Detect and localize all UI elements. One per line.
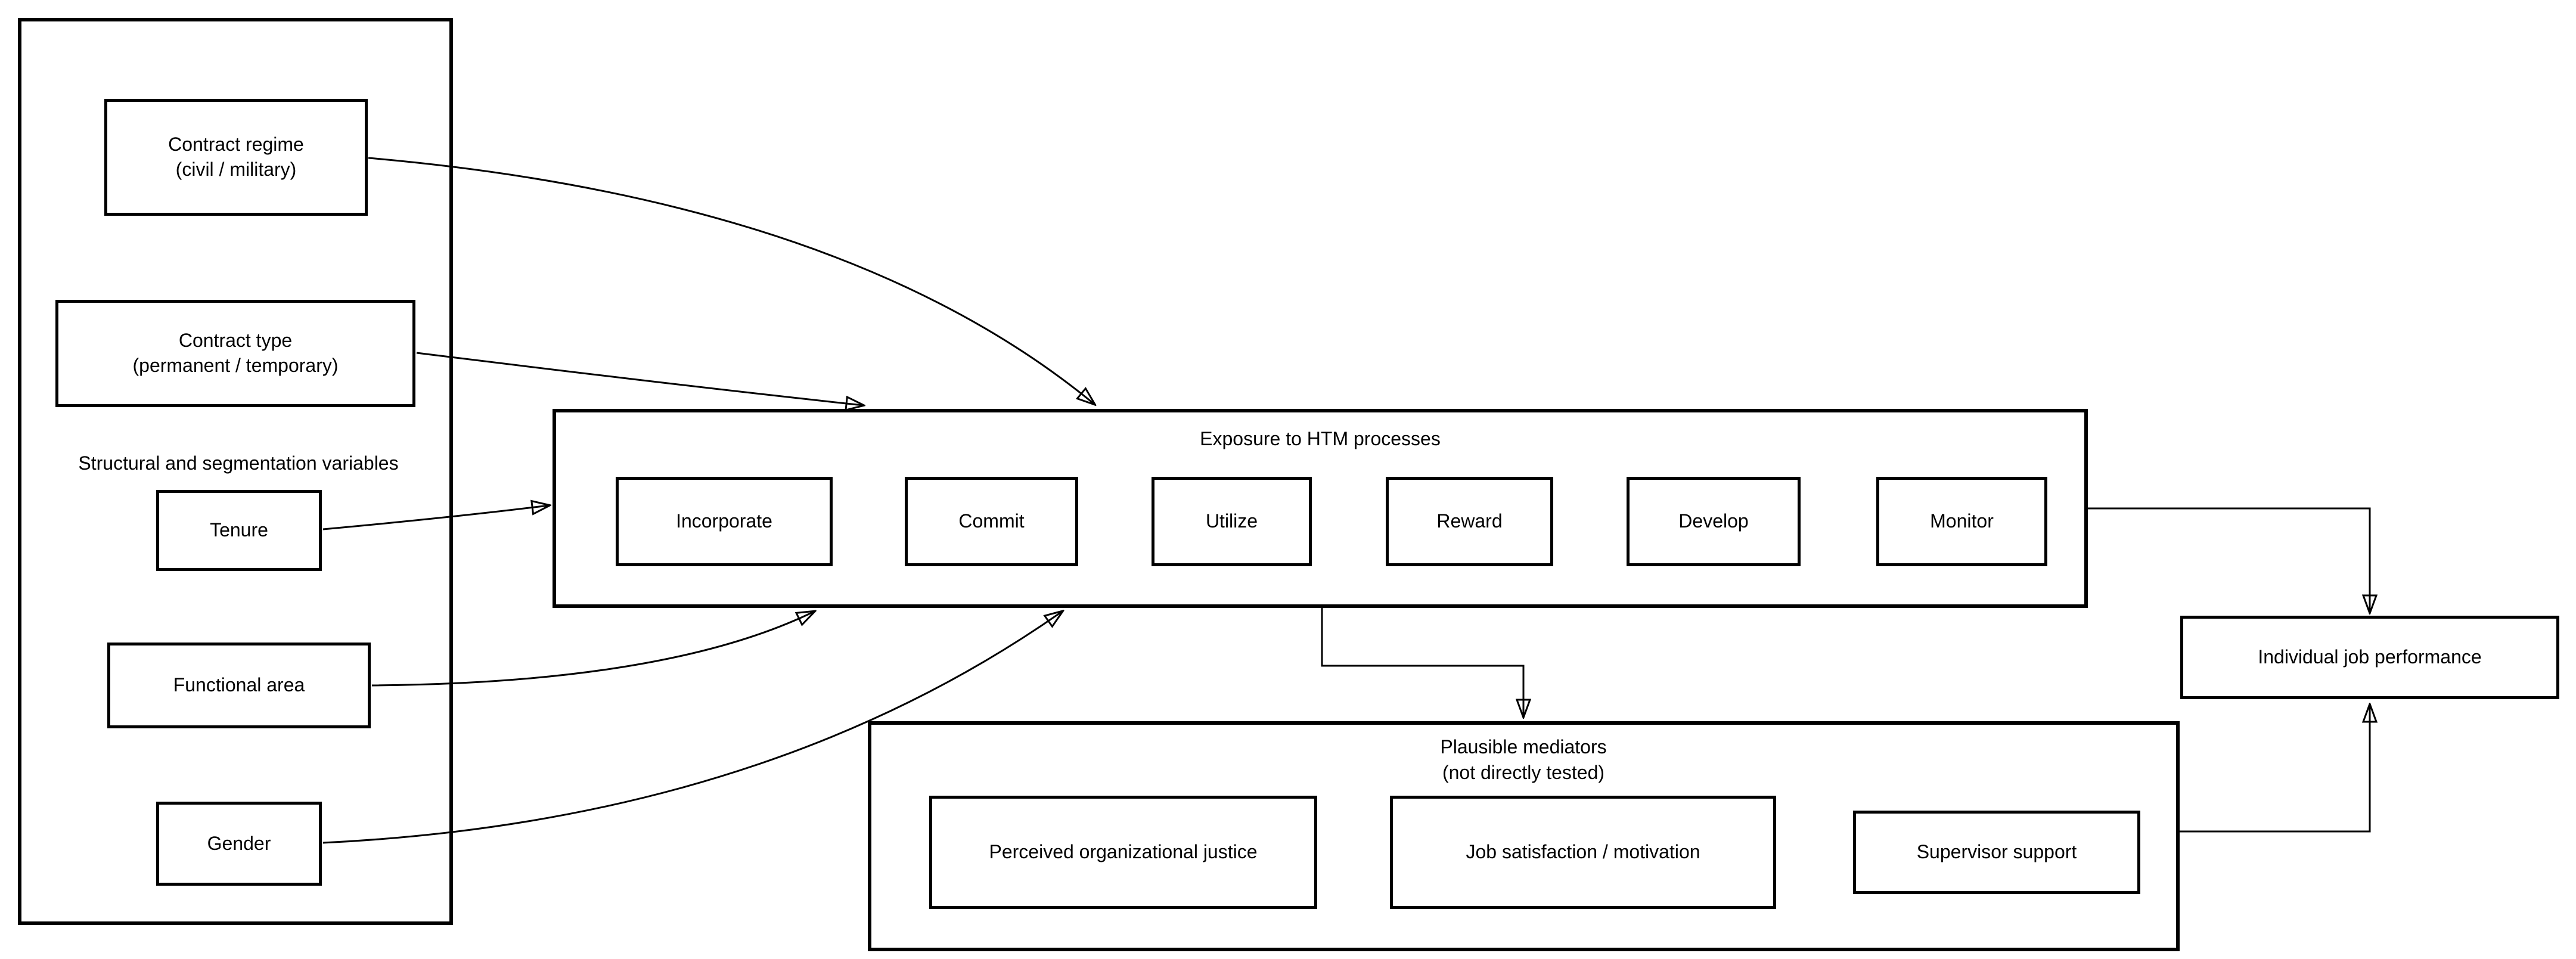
process-label: Commit bbox=[958, 510, 1025, 532]
tenure-label: Tenure bbox=[210, 519, 268, 541]
process-box-monitor: Monitor bbox=[1876, 477, 2047, 566]
functional-area-label: Functional area bbox=[173, 674, 305, 696]
structural-variables-panel-label: Structural and segmentation variables bbox=[78, 452, 399, 474]
process-label: Monitor bbox=[1930, 510, 1994, 532]
process-box-reward: Reward bbox=[1386, 477, 1553, 566]
tenure-box: Tenure bbox=[156, 490, 322, 571]
htm-processes-panel-title: Exposure to HTM processes bbox=[1200, 428, 1441, 449]
edge-mediators-to-outcome bbox=[2180, 705, 2370, 833]
process-box-commit: Commit bbox=[905, 477, 1078, 566]
process-label: Reward bbox=[1436, 510, 1503, 532]
mediator-label: Job satisfaction / motivation bbox=[1466, 841, 1700, 863]
gender-label: Gender bbox=[207, 832, 271, 854]
process-label: Utilize bbox=[1205, 510, 1258, 532]
contract-type-label-line1: Contract type bbox=[178, 330, 293, 352]
contract-regime-label-line1: Contract regime bbox=[168, 134, 304, 156]
contract-type-label-line2: (permanent / temporary) bbox=[132, 355, 339, 376]
edge-contract-regime-to-htm bbox=[368, 157, 1094, 404]
mediator-label: Perceived organizational justice bbox=[989, 841, 1258, 863]
mediator-box-perceived-organizational-justice: Perceived organizational justice bbox=[929, 796, 1317, 909]
process-label: Develop bbox=[1678, 510, 1749, 532]
mediator-label: Supervisor support bbox=[1916, 841, 2077, 863]
process-box-incorporate: Incorporate bbox=[616, 477, 833, 566]
edge-htm-to-mediators bbox=[1321, 608, 1523, 716]
gender-box: Gender bbox=[156, 802, 322, 886]
individual-job-performance-label: Individual job performance bbox=[2258, 646, 2482, 668]
process-box-utilize: Utilize bbox=[1152, 477, 1312, 566]
process-label: Incorporate bbox=[676, 510, 772, 532]
functional-area-box: Functional area bbox=[107, 643, 371, 728]
contract-regime-label-line2: (civil / military) bbox=[175, 159, 297, 180]
mediator-box-supervisor-support: Supervisor support bbox=[1853, 811, 2140, 894]
mediator-box-job-satisfaction-motivation: Job satisfaction / motivation bbox=[1390, 796, 1776, 909]
contract-type-box: Contract type (permanent / temporary) bbox=[55, 300, 415, 407]
mediators-panel bbox=[868, 721, 2180, 951]
edge-htm-to-outcome bbox=[2088, 507, 2370, 612]
individual-job-performance-box: Individual job performance bbox=[2180, 616, 2559, 699]
contract-regime-box: Contract regime (civil / military) bbox=[104, 99, 368, 216]
process-box-develop: Develop bbox=[1627, 477, 1801, 566]
mediators-panel-title-line1: Plausible mediators bbox=[1440, 736, 1607, 758]
mediators-panel-title-line2: (not directly tested) bbox=[1442, 762, 1605, 783]
edge-contract-type-to-htm bbox=[416, 352, 863, 405]
htm-processes-panel bbox=[553, 409, 2088, 608]
structural-variables-panel bbox=[18, 18, 453, 925]
